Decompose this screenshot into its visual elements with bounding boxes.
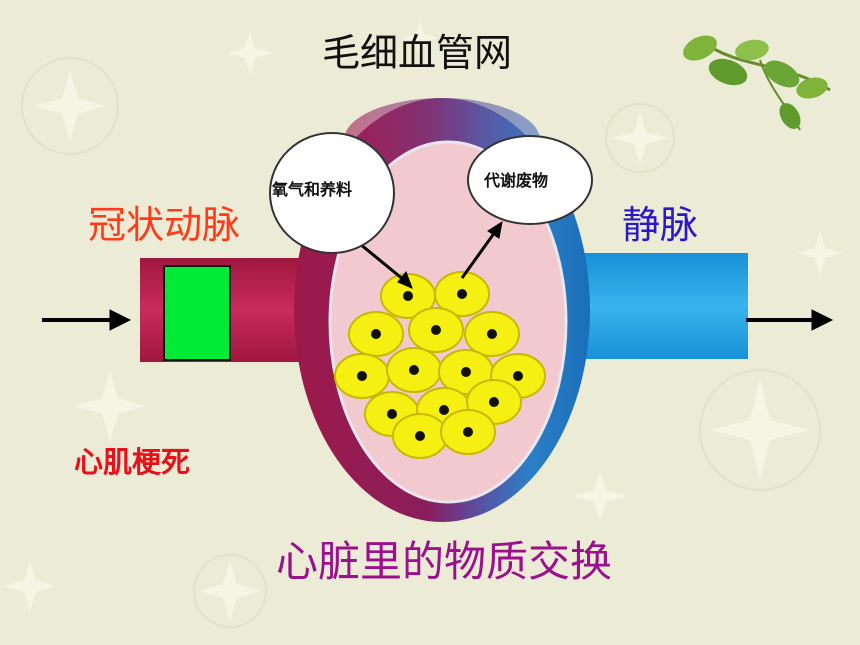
cell-nucleus	[461, 367, 471, 377]
background-pattern	[4, 20, 843, 622]
cell-nucleus	[431, 325, 441, 335]
metabolic-waste-label: 代谢废物	[484, 171, 549, 190]
myocardial-cells	[334, 271, 546, 459]
oxygen-nutrients-label: 氧气和养料	[272, 180, 353, 199]
coronary-artery-label: 冠状动脉	[88, 203, 241, 247]
cell-nucleus	[357, 371, 367, 381]
waste-arrow-head	[487, 220, 503, 239]
outflow-arrow-head	[811, 309, 834, 331]
cell-nucleus	[489, 397, 499, 407]
heart-exchange-caption: 心脏里的物质交换	[276, 537, 613, 586]
blockage	[163, 265, 231, 361]
cell-nucleus	[439, 405, 449, 415]
vine-decoration	[683, 35, 831, 131]
cell-nucleus	[387, 409, 397, 419]
capillary-network-title: 毛细血管网	[322, 31, 513, 75]
cell-nucleus	[487, 329, 497, 339]
background-circles	[21, 57, 821, 628]
cell-nucleus	[457, 289, 467, 299]
cell-nucleus	[415, 431, 425, 441]
waste-arrow	[460, 231, 497, 279]
cell-nucleus	[513, 371, 523, 381]
flow-arrows	[42, 220, 834, 331]
waste-bubble	[467, 135, 593, 225]
inflow-arrow-head	[109, 309, 132, 331]
cell-nucleus	[463, 427, 473, 437]
cell-nucleus	[403, 291, 413, 301]
cell-nucleus	[371, 329, 381, 339]
oxygen-arrow	[359, 242, 405, 282]
oxygen-bubble	[269, 132, 395, 254]
vein-label: 静脉	[622, 203, 699, 247]
myocardial-infarction-label: 心肌梗死	[74, 445, 191, 479]
oxygen-arrow-head	[397, 271, 413, 289]
cell-nucleus	[409, 365, 419, 375]
